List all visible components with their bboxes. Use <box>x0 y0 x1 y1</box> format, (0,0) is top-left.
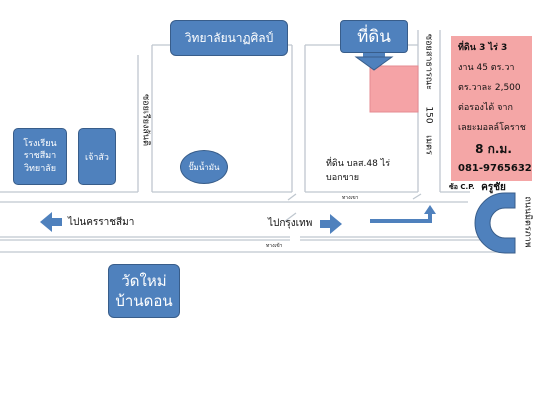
arrow-to-nakhon-ratchasima <box>40 212 62 232</box>
temple-box: วัดใหม่ บ้านดอน <box>108 264 180 318</box>
info-card: ที่ดิน 3 ไร่ 3 งาน 45 ตร.วา ตร.วาละ 2,50… <box>451 36 532 193</box>
info-contact: ครูชัย <box>481 182 506 193</box>
info-distance: 8 ก.ม. <box>475 142 512 156</box>
shrine-label: เจ้าสัว <box>85 152 109 163</box>
info-line-1: ที่ดิน 3 ไร่ 3 <box>458 43 508 53</box>
land-for-sale-note: ที่ดิน บลส.48 ไร่ บอกขาย <box>326 159 391 184</box>
break-mark-3 <box>412 193 422 200</box>
info-line-5: เลยะมอลล์โคราช <box>458 123 526 133</box>
curve-road-label: ถนนมิตรภาพ <box>522 196 533 248</box>
down-arrow-head <box>354 56 394 71</box>
college-box: วิทยาลัยนาฏศิลป์ <box>170 20 288 56</box>
break-mark-1 <box>287 193 297 201</box>
temple-label: วัดใหม่ บ้านดอน <box>115 271 173 310</box>
to-bangkok-label: ไปกรุงเทพ <box>268 218 313 229</box>
target-land-plot <box>369 65 419 113</box>
turn-arrow <box>370 205 436 223</box>
school-box: โรงเรียน ราชสีมา วิทยาลัย <box>13 128 67 185</box>
school-label: โรงเรียน ราชสีมา วิทยาลัย <box>23 139 57 174</box>
soi-left-label: ซอยเรียงสันติ <box>140 94 151 146</box>
gas-station-box: ปั๊มน้ำมัน <box>180 150 228 184</box>
arrow-to-bangkok <box>320 214 342 234</box>
break-mark-2 <box>283 212 297 223</box>
cp-sign-label: ซ้อ C.P. <box>449 183 475 191</box>
distance-marker: 150 <box>423 106 434 124</box>
u-turn-curve <box>474 192 516 254</box>
info-line-3: ตร.วาละ 2,500 <box>458 83 521 93</box>
target-land-box: ที่ดิน <box>340 20 408 53</box>
info-line-2: งาน 45 ตร.วา <box>458 63 515 73</box>
median-mark-label: ทางเข้า <box>266 243 283 249</box>
target-land-label: ที่ดิน <box>357 27 391 47</box>
ahead-mark-label: ทางเขา <box>342 195 359 201</box>
gas-station-label: ปั๊มน้ำมัน <box>188 162 220 172</box>
shrine-box: เจ้าสัว <box>78 128 116 185</box>
down-arrow-shaft <box>363 52 385 57</box>
info-phone: 081-9765632 <box>458 163 532 174</box>
info-line-4: ต่อรองได้ จาก <box>458 103 513 113</box>
distance-unit: เมตร <box>423 135 434 155</box>
to-nakhon-ratchasima-label: ไปนครราชสีมา <box>68 217 135 228</box>
college-label: วิทยาลัยนาฏศิลป์ <box>184 30 274 45</box>
soi-right-label: ซอยสาธารณะ <box>423 34 434 90</box>
down-arrow <box>354 52 394 71</box>
